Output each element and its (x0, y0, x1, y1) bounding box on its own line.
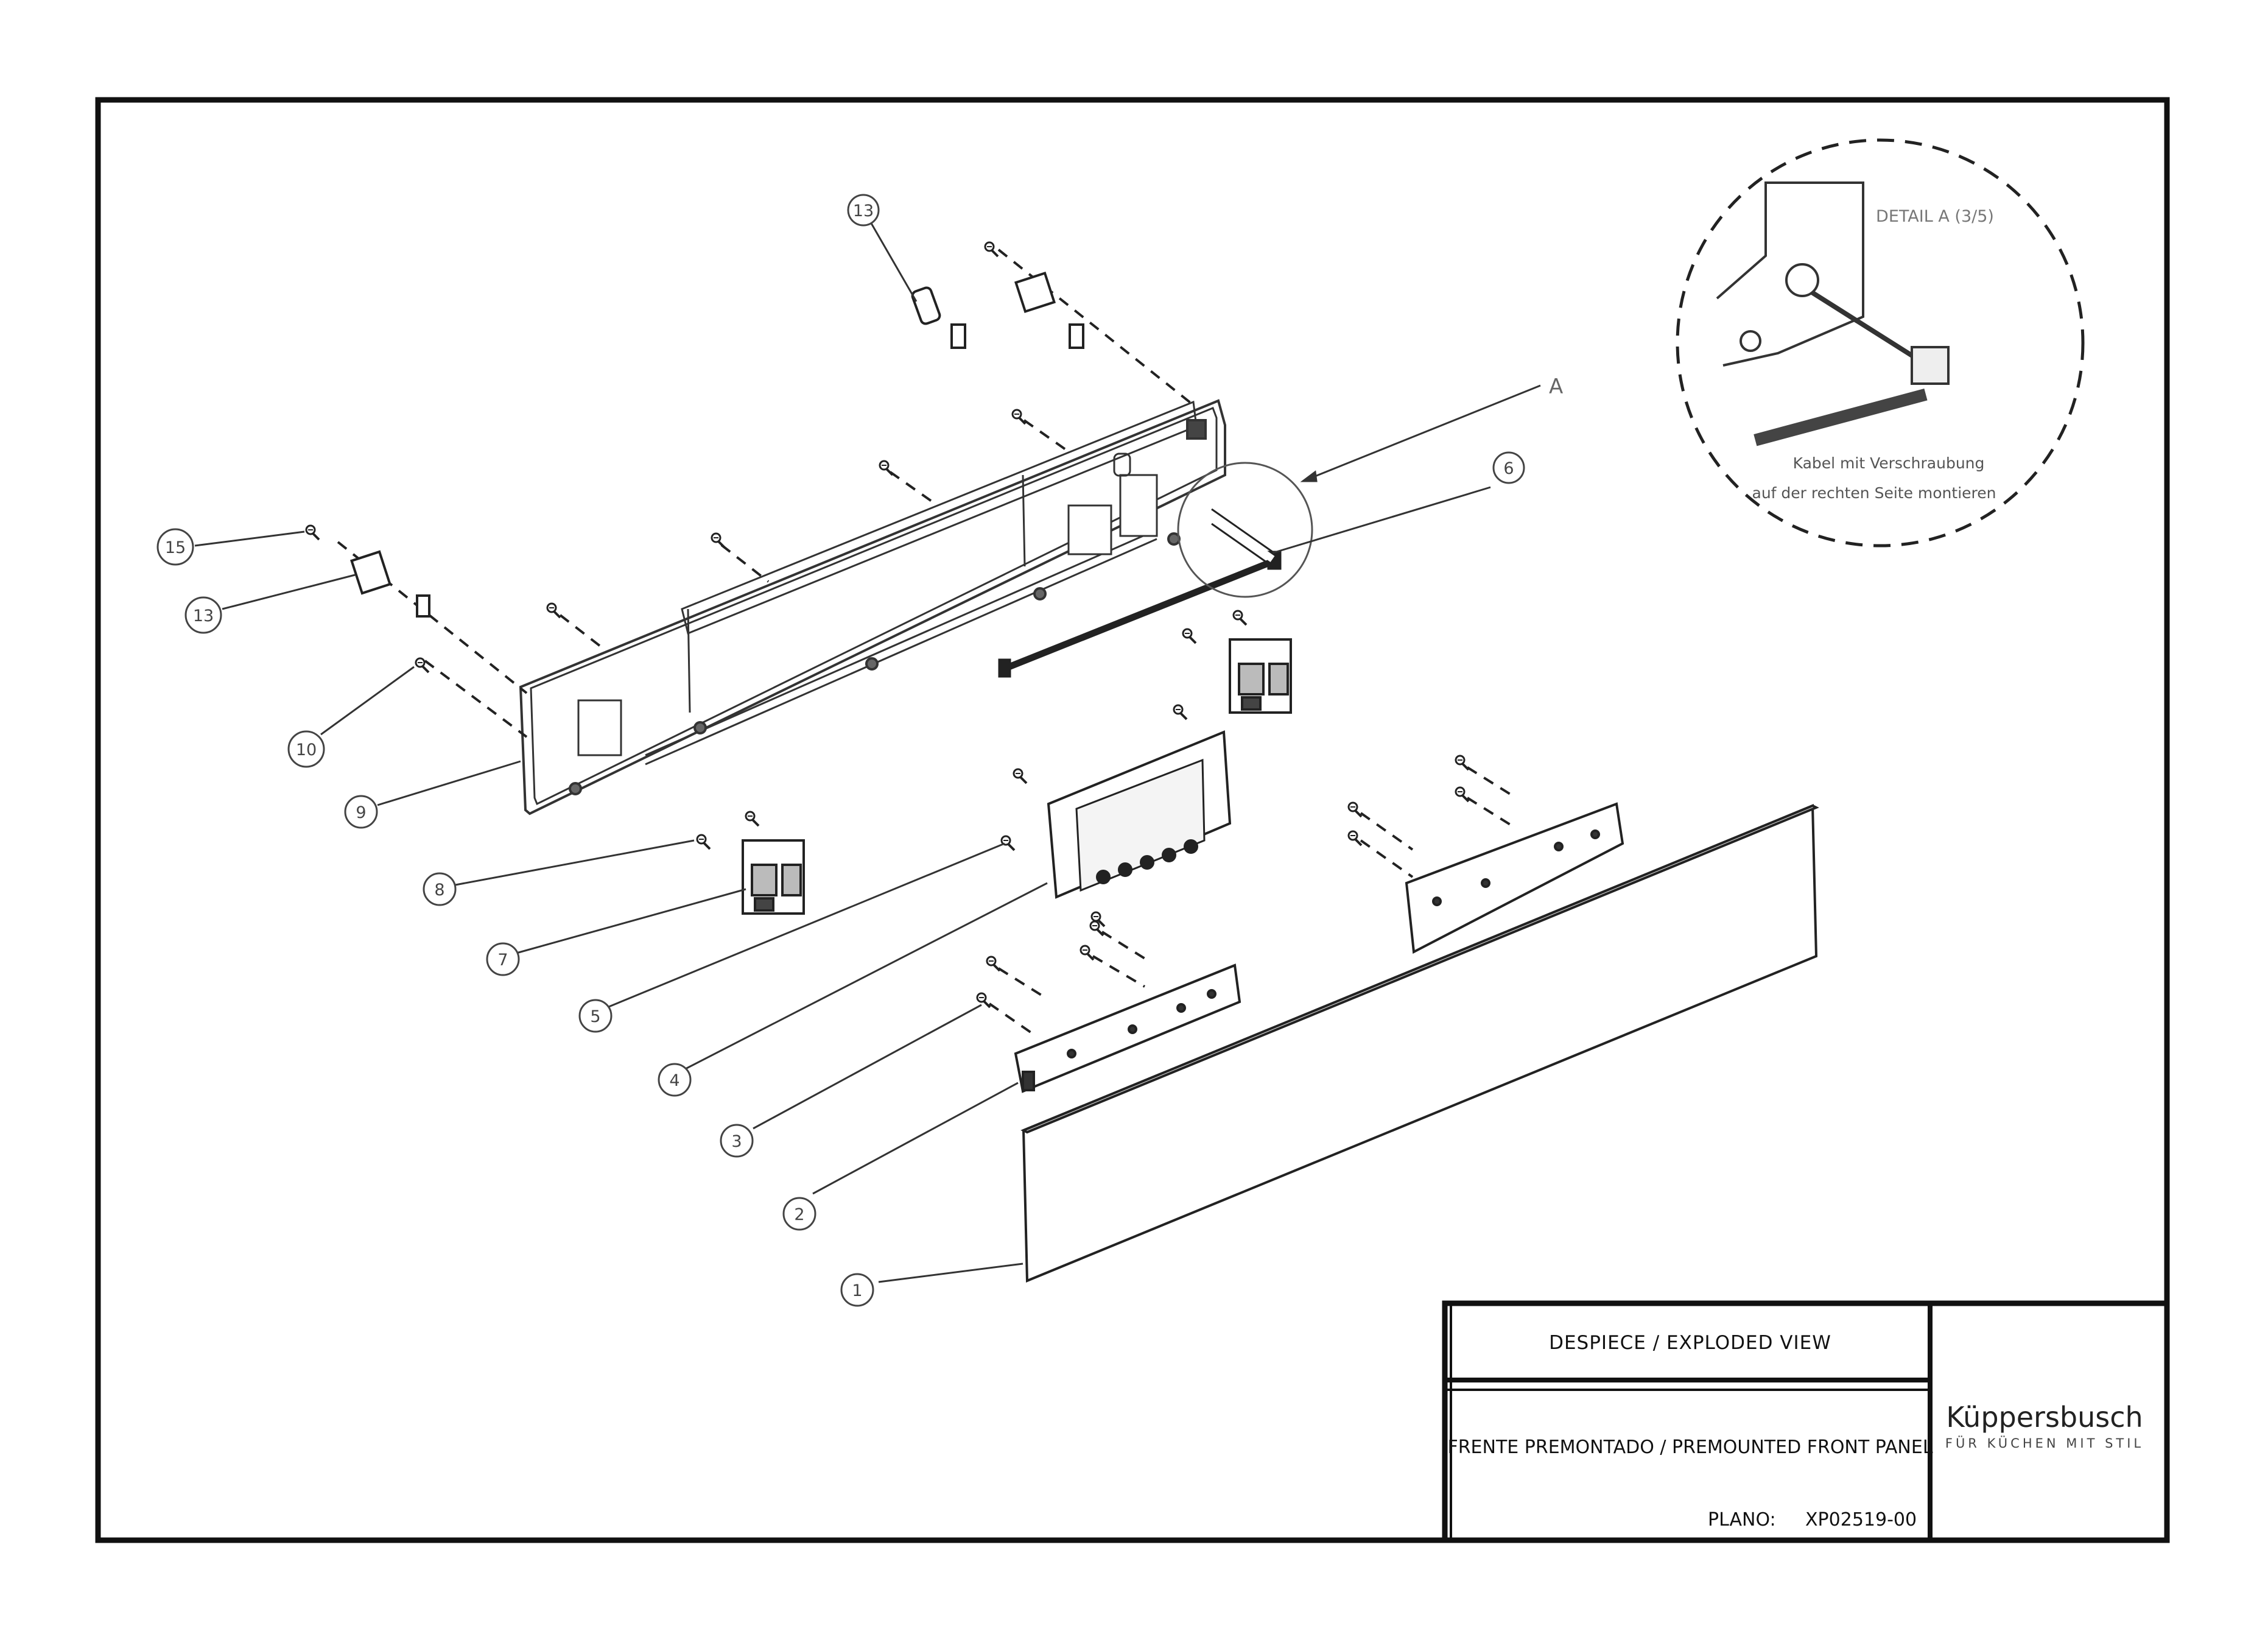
svg-text:6: 6 (1503, 459, 1514, 478)
detail-note-line1: Kabel mit Verschraubung (1793, 454, 1985, 472)
callout-2: 2 (782, 1197, 816, 1231)
svg-text:9: 9 (356, 803, 366, 822)
svg-text:8: 8 (434, 881, 444, 900)
callout-10: 10 (287, 730, 325, 768)
callout-8: 8 (423, 872, 457, 906)
detail-note-line2: auf der rechten Seite montieren (1752, 484, 1996, 502)
title-block (1442, 1300, 2170, 1543)
svg-text:15: 15 (165, 538, 186, 557)
svg-text:7: 7 (497, 951, 508, 970)
top-bracket (911, 271, 1084, 349)
detail-ref-letter: A (1549, 375, 1563, 399)
plan-label: PLANO: (1708, 1509, 1776, 1530)
callout-3: 3 (720, 1124, 754, 1158)
side-bracket (350, 550, 430, 618)
front-glass-panel (1020, 804, 1819, 1283)
svg-text:2: 2 (794, 1205, 804, 1224)
svg-text:13: 13 (193, 607, 214, 625)
detail-a-view: DETAIL A (3/5) Kabel mit Verschraubung a… (1676, 138, 2085, 548)
switch-block (742, 638, 1292, 915)
callout-leaders (194, 222, 1491, 1283)
brand-tagline: FÜR KÜCHEN MIT STIL (1945, 1435, 2144, 1451)
callout-9: 9 (344, 795, 378, 829)
svg-text:1: 1 (852, 1281, 862, 1300)
drawing-border (95, 97, 2170, 1543)
svg-text:4: 4 (669, 1071, 679, 1090)
display-board (1047, 730, 1232, 899)
pcb-right (1405, 802, 1624, 954)
callout-11: 13 (847, 194, 880, 227)
ribbon-cable (998, 508, 1282, 678)
pcb-left (1014, 963, 1241, 1093)
svg-text:10: 10 (296, 741, 317, 759)
callout-4: 4 (658, 1063, 692, 1097)
front-frame (519, 399, 1226, 815)
callout-5: 5 (578, 999, 613, 1033)
callout-7: 7 (486, 942, 520, 976)
detail-a-leader (1300, 384, 1541, 482)
svg-text:13: 13 (853, 202, 874, 220)
callout-15: 15 (156, 528, 194, 566)
callout-13: 13 (184, 596, 222, 634)
svg-text:3: 3 (731, 1132, 742, 1151)
plan-number: XP02519-00 (1805, 1509, 1917, 1530)
drawing-title: DESPIECE / EXPLODED VIEW (1549, 1332, 1831, 1354)
svg-text:5: 5 (590, 1007, 600, 1026)
callout-1: 1 (840, 1273, 874, 1307)
drawing-description: FRENTE PREMONTADO / PREMOUNTED FRONT PAN… (1447, 1437, 1933, 1458)
callout-6: 6 (1492, 451, 1525, 484)
detail-title: DETAIL A (3/5) (1876, 207, 1994, 226)
brand-logo: Küppersbusch (1946, 1401, 2143, 1434)
detail-a-marker (1177, 462, 1313, 598)
